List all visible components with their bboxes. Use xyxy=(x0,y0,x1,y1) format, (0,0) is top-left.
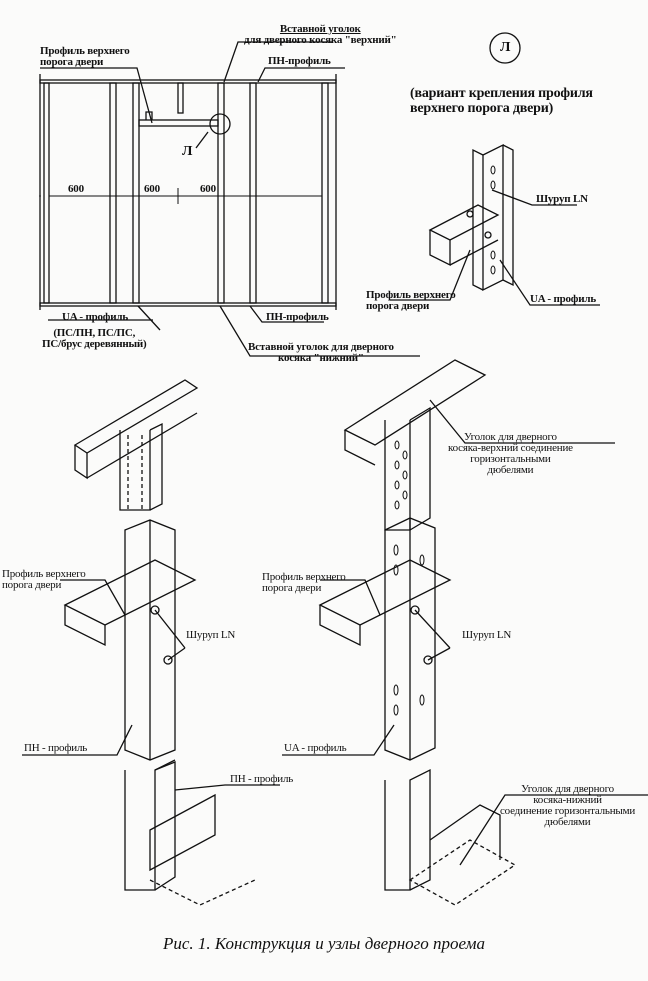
bottom-corner-label: Вставной уголок для дверного косяка "ниж… xyxy=(248,342,394,364)
label-line: верхнего порога двери) xyxy=(410,101,554,116)
detail-top-right-drawing xyxy=(343,359,615,531)
pn-label: ПН - профиль xyxy=(24,742,88,754)
label-line: порога двери xyxy=(262,582,322,594)
label-line: порога двери xyxy=(2,579,62,591)
detail-mid-left-drawing xyxy=(22,519,280,906)
label-line: косяка-верхний соединение xyxy=(448,442,573,454)
dimension-label: 600 xyxy=(68,183,84,195)
label-line: Вставной уголок для дверного xyxy=(248,341,394,353)
detail-l-marker: Л xyxy=(500,40,511,55)
top-corner-label: Вставной уголок для дверного косяка "вер… xyxy=(244,24,397,46)
detail-marker: Л xyxy=(182,144,193,159)
ua-label: UA - профиль xyxy=(62,311,128,323)
door-head-profile xyxy=(138,119,219,127)
label-line: порога двери xyxy=(366,300,430,312)
label-line: Уголок для дверного xyxy=(463,431,557,443)
label-line: Профиль верхнего xyxy=(40,45,130,57)
detail-mid-right-drawing xyxy=(282,517,648,906)
label-line: ПС/брус деревянный) xyxy=(42,338,147,350)
label-line: для дверного косяка "верхний" xyxy=(244,34,397,46)
detail-top-left-drawing xyxy=(73,379,199,511)
label-line: косяка "нижний" xyxy=(278,352,364,364)
screw-label: Шуруп LN xyxy=(536,193,588,205)
label-line: порога двери xyxy=(40,56,104,68)
label-line: (ПС/ПН, ПС/ПС, xyxy=(53,327,136,339)
pn-bottom-label: ПН-профиль xyxy=(266,311,329,323)
detail-l-circle xyxy=(209,113,231,135)
head-profile-label: Профиль верхнего порога двери xyxy=(262,572,346,594)
label-line: дюбелями xyxy=(487,464,534,476)
label-line: Профиль верхнего xyxy=(366,289,456,301)
pn-top-label: ПН-профиль xyxy=(268,55,331,67)
label-line: (вариант крепления профиля xyxy=(410,86,593,101)
head-profile-label: Профиль верхнего порога двери xyxy=(2,569,86,591)
head-profile-label: Профиль верхнего порога двери xyxy=(366,290,456,312)
studs xyxy=(43,82,329,304)
screw-label: Шуруп LN xyxy=(186,629,236,641)
wall-elevation xyxy=(39,41,420,357)
label-line: соединение горизонтальными xyxy=(500,805,636,817)
label-line: Вставной уголок xyxy=(279,23,361,35)
ua-variants: (ПС/ПН, ПС/ПС, ПС/брус деревянный) xyxy=(42,327,147,350)
head-profile-label: Профиль верхнего порога двери xyxy=(40,46,130,68)
screw-label: Шуруп LN xyxy=(462,629,512,641)
dimension-label: 600 xyxy=(144,183,160,195)
bottom-corner-detail-label: Уголок для дверного косяка-нижний соедин… xyxy=(500,784,635,828)
detail-l-title: (вариант крепления профиля верхнего поро… xyxy=(410,86,593,116)
label-line: горизонтальными xyxy=(470,453,551,465)
ua-label: UA - профиль xyxy=(284,742,347,754)
detail-l-drawing xyxy=(390,32,600,306)
dimension-label: 600 xyxy=(200,183,216,195)
label-line: Профиль верхнего xyxy=(262,571,346,583)
label-line: Уголок для дверного xyxy=(521,783,614,795)
pn-label: ПН - профиль xyxy=(230,773,294,785)
figure-caption: Рис. 1. Конструкция и узлы дверного прое… xyxy=(162,934,486,953)
top-corner-detail-label: Уголок для дверного косяка-верхний соеди… xyxy=(448,432,573,476)
label-line: дюбелями xyxy=(544,816,591,828)
ua-label: UA - профиль xyxy=(530,293,596,305)
label-line: косяка-нижний xyxy=(533,794,602,806)
label-line: Профиль верхнего xyxy=(2,568,86,580)
